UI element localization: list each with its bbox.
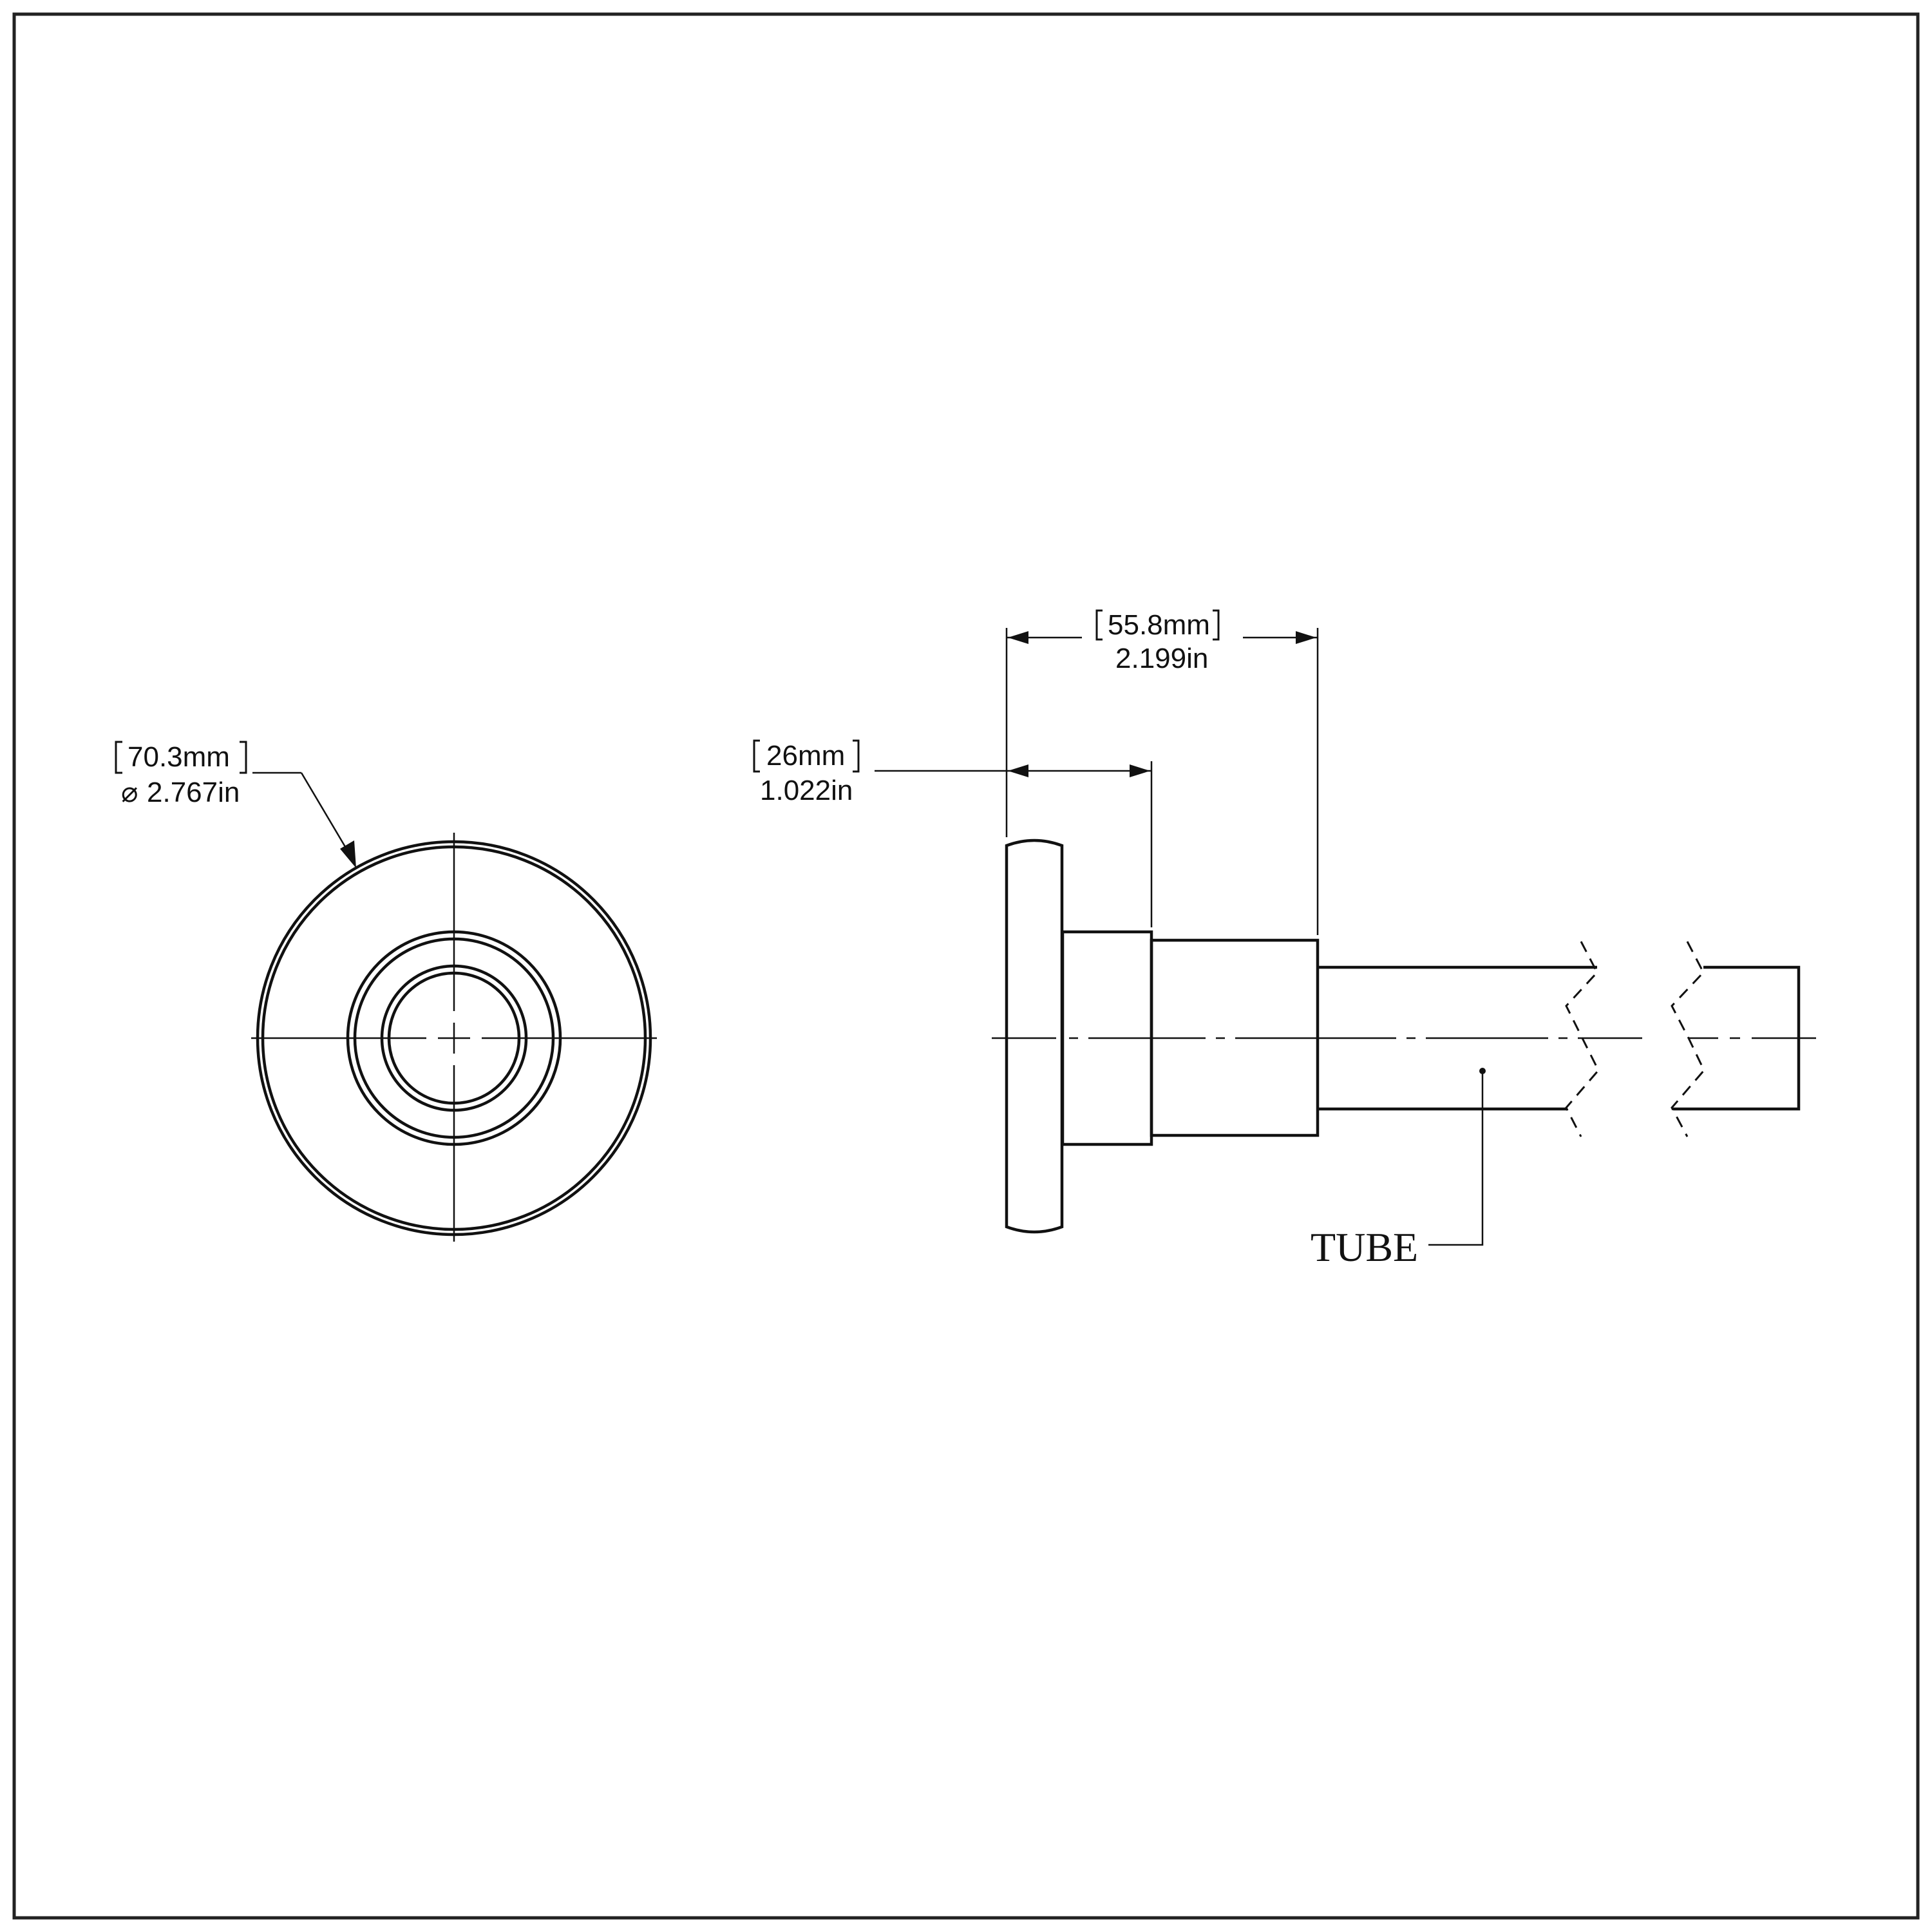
tube-label: TUBE [1311, 1224, 1418, 1270]
diameter-metric: 70.3mm [128, 741, 230, 773]
dim-overall-imperial: 2.199in [1115, 643, 1208, 674]
dim-flange-metric: 26mm [766, 740, 845, 772]
dim-flange-imperial: 1.022in [760, 775, 853, 806]
break-line-right [1671, 941, 1705, 1137]
arrowhead-icon [1130, 764, 1150, 777]
arrowhead-icon [340, 840, 356, 868]
arrowhead-icon [1008, 631, 1028, 644]
tube-leader: TUBE [1311, 1068, 1486, 1270]
side-view: 55.8mm 2.199in 26mm 1.022in TUBE [753, 609, 1816, 1270]
diameter-imperial: 2.767in [147, 777, 240, 808]
sheet-border [12, 12, 1920, 1920]
front-centerlines [251, 833, 657, 1242]
flange [1005, 838, 1064, 1234]
front-view: 70.3mm ⌀ 2.767in [115, 741, 657, 1242]
dimension-overall: 55.8mm 2.199in [1007, 609, 1318, 674]
diameter-dimension: 70.3mm ⌀ 2.767in [115, 741, 247, 808]
dim-overall-metric: 55.8mm [1108, 609, 1210, 641]
arrowhead-icon [1296, 631, 1316, 644]
diameter-leader [252, 772, 356, 868]
dimension-flange-hub: 26mm 1.022in [753, 739, 1151, 806]
diameter-symbol: ⌀ [121, 777, 138, 808]
break-line-left [1565, 941, 1600, 1137]
arrowhead-icon [1008, 764, 1028, 777]
